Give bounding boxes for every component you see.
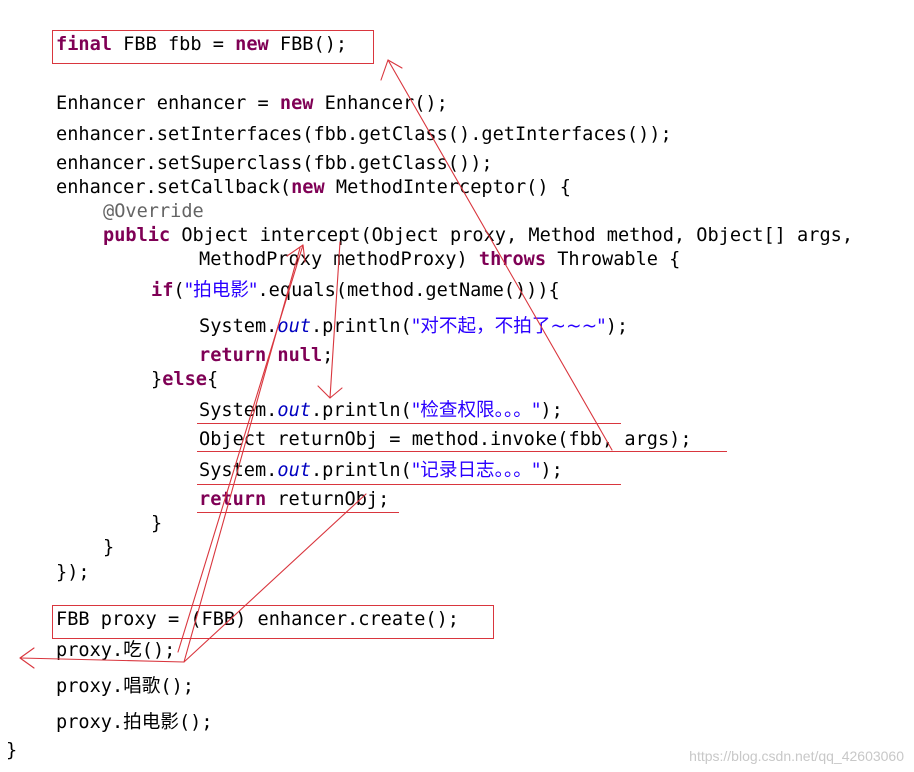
arrow-invoke-to-target — [387, 59, 613, 451]
highlight-box-target — [52, 30, 374, 64]
code-line-20: FBB proxy = (FBB) enhancer.create(); — [56, 609, 459, 630]
code-line-2: Enhancer enhancer = new Enhancer(); — [56, 93, 448, 114]
code-line-11: return null; — [199, 345, 334, 366]
code-line-23: proxy.拍电影(); — [56, 712, 213, 733]
code-line-13: System.out.println("检查权限。。。"); — [199, 400, 563, 421]
arrow-return-left-head — [19, 647, 35, 669]
code-line-5: enhancer.setCallback(new MethodIntercept… — [56, 177, 571, 198]
code-line-4: enhancer.setSuperclass(fbb.getClass()); — [56, 153, 493, 174]
watermark: https://blog.csdn.net/qq_42603060 — [689, 748, 904, 764]
arrow-return-left — [19, 657, 185, 663]
code-line-1: final FBB fbb = new FBB(); — [56, 34, 348, 55]
code-line-12: }else{ — [151, 369, 219, 390]
code-line-8: MethodProxy methodProxy) throws Throwabl… — [199, 249, 681, 270]
arrow-call-to-intercept-head — [286, 244, 306, 263]
code-line-22: proxy.唱歌(); — [56, 676, 194, 697]
underline-return — [197, 512, 399, 513]
arrow-return-loop — [183, 247, 367, 663]
underline-log — [197, 484, 621, 485]
code-line-3: enhancer.setInterfaces(fbb.getClass().ge… — [56, 124, 672, 145]
code-line-7: public Object intercept(Object proxy, Me… — [103, 225, 854, 246]
code-line-18: } — [103, 537, 115, 558]
underline-check-permission — [197, 423, 621, 424]
code-line-24: } — [6, 740, 18, 761]
arrow-intercept-down — [329, 241, 341, 399]
code-line-6: @Override — [103, 201, 204, 222]
code-line-14: Object returnObj = method.invoke(fbb, ar… — [199, 429, 692, 450]
code-line-21: proxy.吃(); — [56, 640, 176, 661]
highlight-box-proxy-create — [52, 605, 494, 639]
code-line-19: }); — [56, 562, 90, 583]
underline-invoke — [197, 451, 727, 452]
code-line-9: if("拍电影".equals(method.getName())){ — [151, 280, 560, 301]
arrow-intercept-down-head — [317, 385, 343, 399]
code-line-16: return returnObj; — [199, 489, 390, 510]
code-line-15: System.out.println("记录日志。。。"); — [199, 460, 563, 481]
arrow-invoke-to-target-head — [380, 59, 403, 81]
code-line-10: System.out.println("对不起，不拍了~~~"); — [199, 316, 629, 337]
code-line-17: } — [151, 513, 163, 534]
